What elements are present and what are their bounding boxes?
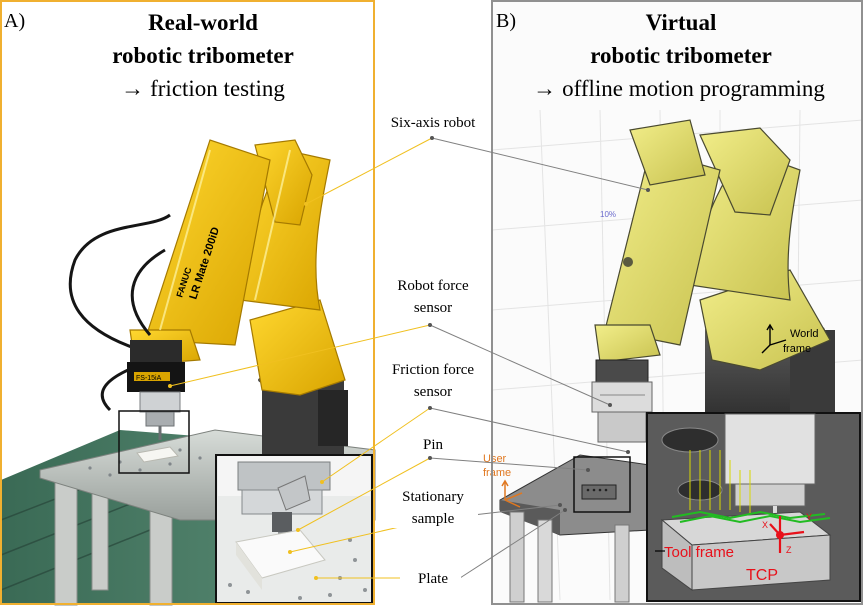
world-frame-line1: World: [790, 328, 819, 340]
panel-b-title-line2: robotic tribometer: [590, 43, 772, 68]
panel-b-letter: B): [496, 10, 516, 32]
label-friction-force-sensor-line1: Friction force: [392, 362, 474, 378]
real-robot-arm: [129, 139, 346, 396]
panel-b-title-line3: offline motion programming: [562, 76, 825, 101]
zoom-inset-a: [215, 454, 373, 604]
panel-a-title-line2: robotic tribometer: [112, 43, 294, 68]
center-labels: Six-axis robot Robot force sensor Fricti…: [376, 110, 491, 588]
panel-b-title-line1: Virtual: [646, 10, 717, 35]
label-robot-force-sensor-line1: Robot force: [397, 278, 469, 294]
axis-y: Y: [806, 512, 812, 522]
panel-a-title-line3-group: →friction testing: [121, 76, 285, 101]
axis-z: Z: [786, 545, 792, 555]
world-frame-axes: [761, 323, 787, 354]
zoom-inset-b: Z Y X Tool frame TCP: [646, 412, 861, 602]
tool-frame-label: Tool frame: [664, 544, 734, 561]
label-friction-force-sensor-line2: sensor: [414, 384, 452, 400]
user-frame-line2: frame: [483, 467, 511, 479]
user-frame-axes: [501, 479, 523, 508]
robot-arm-highlights: [159, 149, 291, 331]
panel-a-frame: [0, 0, 375, 605]
label-plate: Plate: [418, 571, 448, 587]
tcp-dot: [776, 531, 784, 539]
panel-a-title-line3: friction testing: [150, 76, 285, 101]
sensor-text: FS-15iA: [136, 375, 162, 382]
robot-base: [258, 372, 348, 458]
robot-force-sensor: FS-15iA: [127, 340, 185, 392]
axis-x: X: [762, 520, 768, 530]
virtual-table: [499, 454, 651, 603]
panel-b-frame: [491, 0, 863, 605]
panel-b-title-line3-group: →offline motion programming: [533, 76, 825, 101]
label-stationary-sample-line1: Stationary: [402, 489, 464, 505]
joint-dot: [623, 257, 633, 267]
panel-a-title-line1: Real-world: [148, 10, 258, 35]
panel-b-arrow: →: [533, 76, 556, 101]
virtual-robot-arm: [594, 119, 831, 371]
world-frame-line2: frame: [783, 343, 811, 355]
trajectory: [671, 510, 831, 524]
friction-force-sensor: [139, 391, 181, 440]
tcp-label: TCP: [746, 567, 778, 584]
label-stationary-sample-line2: sample: [412, 511, 455, 527]
panel-a-letter: A): [4, 10, 25, 32]
panel-a: LR Mate 200iD FANUC FS-15iA: [0, 0, 376, 606]
label-pin: Pin: [423, 437, 444, 453]
pin-inset-marker: [118, 410, 190, 474]
percent-label: 10%: [600, 210, 616, 219]
label-six-axis-robot: Six-axis robot: [391, 115, 476, 131]
panel-a-arrow: →: [121, 76, 144, 101]
label-robot-force-sensor-line2: sensor: [414, 300, 452, 316]
virtual-sensor: [591, 359, 653, 443]
virtual-pin-inset-marker: [573, 456, 631, 513]
panel-b: 10% World: [483, 0, 864, 605]
